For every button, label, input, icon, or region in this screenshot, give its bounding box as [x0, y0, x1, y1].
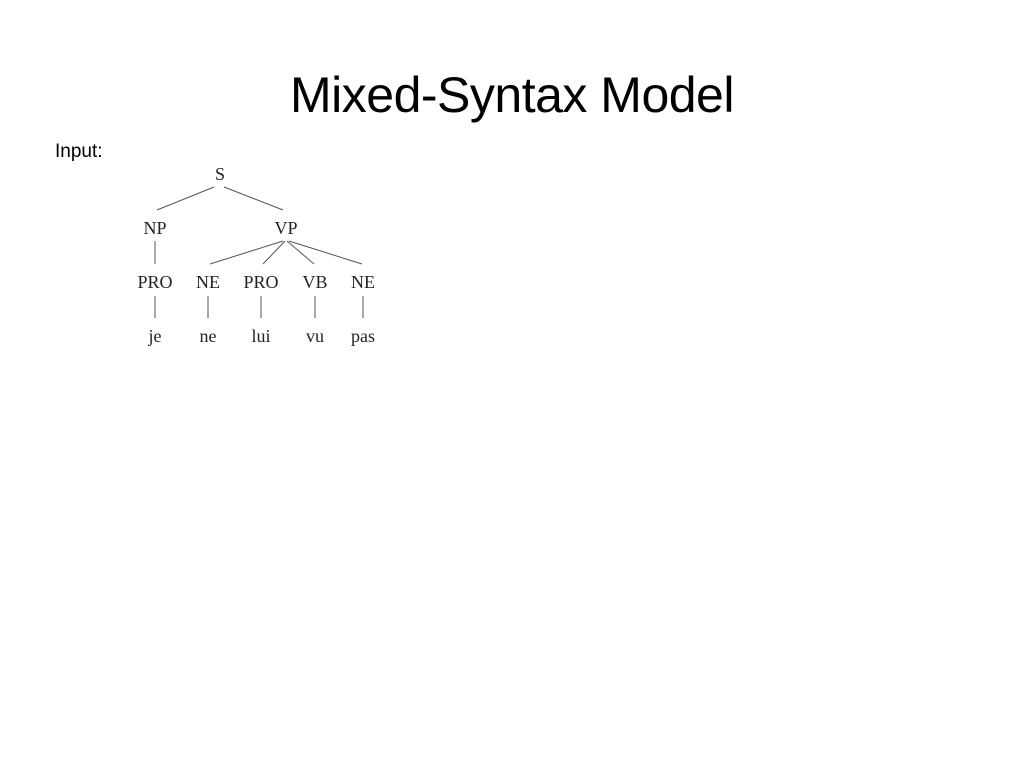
node-vb: VB — [302, 272, 327, 292]
edge-s-vp — [223, 186, 284, 211]
input-label: Input: — [55, 141, 103, 162]
node-vp: VP — [274, 218, 297, 238]
word-lui: lui — [251, 326, 270, 346]
node-ne: NE — [196, 272, 220, 292]
edge-vp-ne1 — [209, 240, 284, 265]
word-je: je — [148, 326, 162, 346]
node-ne: NE — [351, 272, 375, 292]
node-pro: PRO — [243, 272, 278, 292]
edge-vp-pro2 — [262, 240, 286, 265]
node-pro: PRO — [137, 272, 172, 292]
word-pas: pas — [351, 326, 375, 346]
word-ne: ne — [200, 326, 217, 346]
word-vu: vu — [306, 326, 324, 346]
slide-title: Mixed-Syntax Model — [290, 67, 734, 123]
node-s: S — [215, 164, 225, 184]
node-np: NP — [143, 218, 166, 238]
edge-vp-vb — [286, 240, 315, 265]
edge-vp-ne2 — [288, 240, 363, 265]
edge-s-np — [156, 186, 215, 211]
